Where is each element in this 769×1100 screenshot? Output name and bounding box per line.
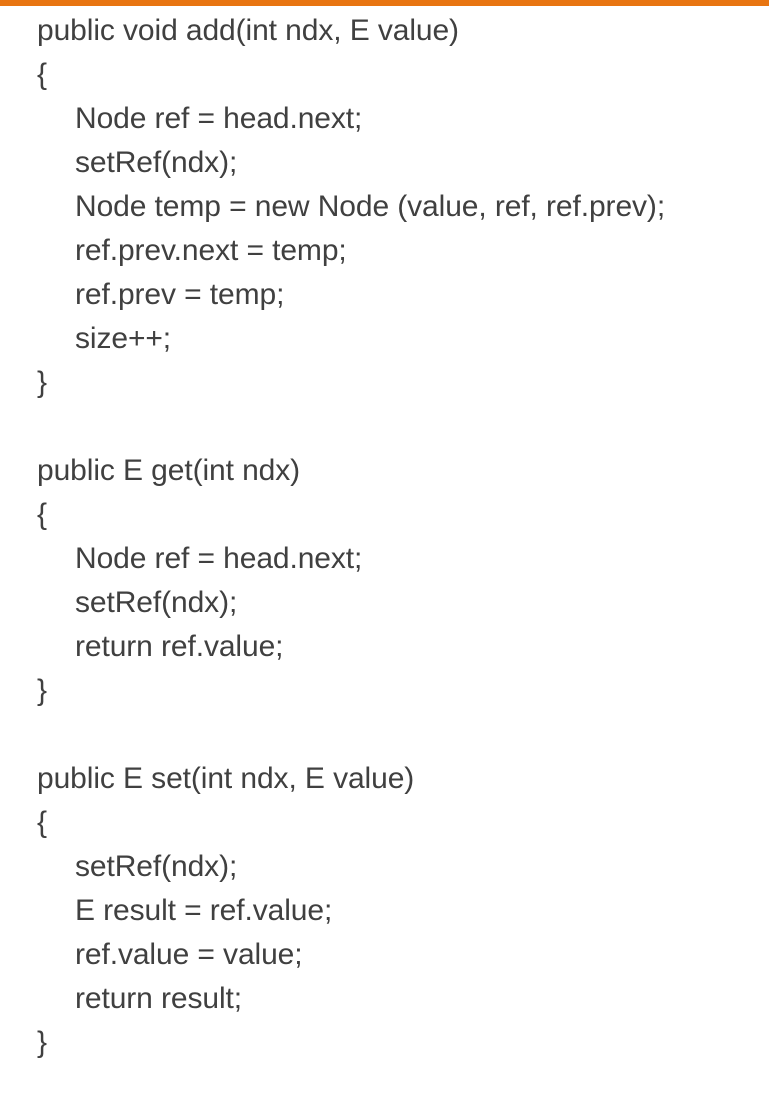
code-line-blank <box>37 713 769 757</box>
code-line: } <box>37 1026 47 1059</box>
code-line: Node ref = head.next; <box>75 542 363 575</box>
code-line: return result; <box>75 982 242 1015</box>
code-line: { <box>37 58 47 91</box>
code-line: ref.value = value; <box>75 938 303 971</box>
code-line: Node ref = head.next; <box>75 102 363 135</box>
code-line: public E set(int ndx, E value) <box>37 762 415 795</box>
code-listing: public void add(int ndx, E value) { Node… <box>0 6 769 1065</box>
code-line: setRef(ndx); <box>75 586 238 619</box>
code-line: public void add(int ndx, E value) <box>37 14 459 47</box>
code-line-blank <box>37 405 769 449</box>
code-line: setRef(ndx); <box>75 146 238 179</box>
code-line: size++; <box>75 322 172 355</box>
code-line: } <box>37 366 47 399</box>
code-line: return ref.value; <box>75 630 284 663</box>
code-line: public E get(int ndx) <box>37 454 301 487</box>
top-accent-bar <box>0 0 769 6</box>
code-line: } <box>37 674 47 707</box>
code-line: E result = ref.value; <box>75 894 333 927</box>
code-line: ref.prev.next = temp; <box>75 234 347 267</box>
code-line: ref.prev = temp; <box>75 278 285 311</box>
code-line: setRef(ndx); <box>75 850 238 883</box>
code-line: { <box>37 806 47 839</box>
code-line: { <box>37 498 47 531</box>
code-line: Node temp = new Node (value, ref, ref.pr… <box>75 190 666 223</box>
